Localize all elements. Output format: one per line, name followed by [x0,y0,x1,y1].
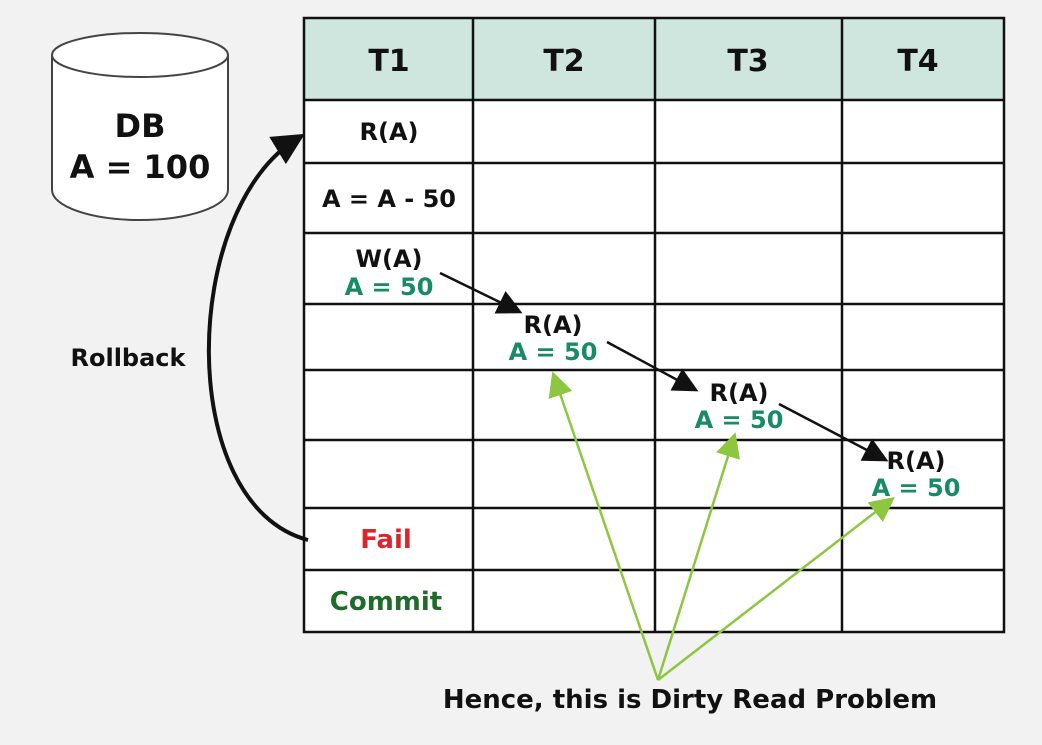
caption: Hence, this is Dirty Read Problem [443,685,937,715]
database-cylinder: DB A = 100 [51,32,229,221]
t3-read-a: R(A) [710,379,769,407]
rollback-label: Rollback [71,344,187,372]
green-arrow-to-t3 [656,432,740,681]
table-grid [302,16,1006,634]
header-t4: T4 [897,44,938,79]
arrow-t2-to-t3 [606,340,699,392]
rollback-arrow [206,133,309,542]
green-arrow-to-t4 [657,496,895,681]
t2-read-a: R(A) [524,311,583,339]
header-t3: T3 [727,44,768,79]
db-label: DB [115,107,166,145]
t1-write-value: A = 50 [345,273,434,301]
t1-read-a: R(A) [360,118,419,146]
arrow-t3-to-t4 [778,402,889,462]
cylinder-body [51,55,229,221]
t1-write-a: W(A) [356,245,423,273]
t3-read-value: A = 50 [695,406,784,434]
t2-read-value: A = 50 [509,338,598,366]
header-t2: T2 [543,44,584,79]
t1-fail: Fail [360,525,412,555]
t4-read-value: A = 50 [872,474,961,502]
t1-subtract: A = A - 50 [322,185,456,213]
t1-commit: Commit [330,587,442,617]
t4-read-a: R(A) [887,447,946,475]
arrow-t1-to-t2 [439,271,523,314]
green-arrow-to-t2 [548,371,660,681]
cylinder-top [51,32,229,78]
header-t1: T1 [368,44,409,79]
db-value: A = 100 [70,148,211,186]
